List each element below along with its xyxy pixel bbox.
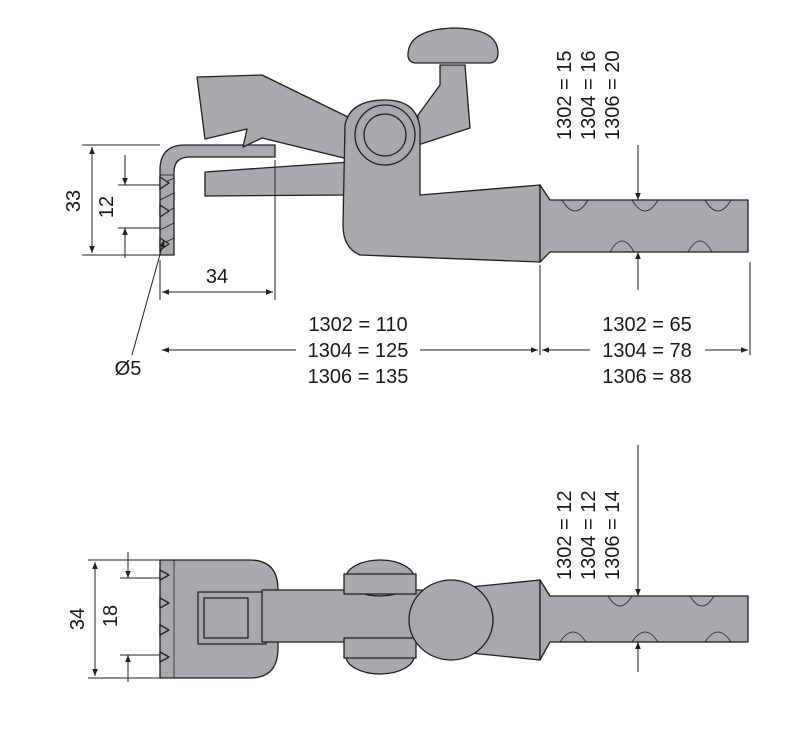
dim-offset-34: 34 bbox=[206, 266, 228, 288]
dim-length-bar-1306: 1306 = 88 bbox=[602, 366, 692, 388]
handle-stem bbox=[417, 64, 471, 146]
side-view: 33 12 34 Ø5 1302 = 15 1304 = 16 1306 = 2… bbox=[63, 27, 751, 388]
dim-width-34: 34 bbox=[67, 608, 89, 630]
handle-knob bbox=[407, 27, 499, 64]
top-spindle bbox=[261, 589, 423, 643]
dim-hole-spacing-18: 18 bbox=[100, 605, 122, 627]
hinge-block-inner bbox=[203, 597, 249, 639]
dim-bar-thickness-1304: 1304 = 16 bbox=[578, 50, 600, 140]
dim-bar-width-1306: 1306 = 14 bbox=[602, 490, 624, 580]
pivot-washer-top bbox=[343, 573, 417, 595]
pivot-pin bbox=[363, 113, 407, 157]
lever-arm bbox=[196, 74, 353, 161]
bar-notches-top bbox=[561, 199, 732, 212]
dim-height-33: 33 bbox=[63, 190, 85, 212]
mounting-bracket bbox=[159, 144, 276, 256]
top-bar-notches-bottom bbox=[559, 631, 732, 643]
top-view: 34 18 1302 = 12 1304 = 12 1306 = 14 bbox=[67, 445, 749, 682]
dim-bar-width-1302: 1302 = 12 bbox=[554, 490, 576, 580]
top-output-bar bbox=[539, 579, 749, 661]
base-plate-holes bbox=[159, 569, 170, 663]
dim-length-bar-1304: 1304 = 78 bbox=[602, 340, 692, 362]
top-bar-notches-top bbox=[607, 595, 715, 607]
dim-length-bar-1302: 1302 = 65 bbox=[602, 314, 692, 336]
dim-length-body-1306: 1306 = 135 bbox=[308, 366, 409, 388]
dim-length-body-1302: 1302 = 110 bbox=[308, 314, 407, 336]
dim-hole-diameter: Ø5 bbox=[115, 358, 142, 380]
bar-notches-bottom bbox=[609, 240, 713, 253]
dim-length-body-1304: 1304 = 125 bbox=[308, 340, 409, 362]
dim-bar-thickness-1302: 1302 = 15 bbox=[554, 50, 576, 140]
base-plate-edge bbox=[159, 559, 175, 679]
dim-hole-spacing-12: 12 bbox=[96, 196, 118, 218]
top-handle-knob bbox=[408, 579, 494, 661]
dim-bar-width-1304: 1304 = 12 bbox=[578, 490, 600, 580]
output-bar bbox=[539, 184, 749, 263]
pivot-washer-bottom bbox=[343, 637, 417, 659]
dim-bar-thickness-1306: 1306 = 20 bbox=[602, 50, 624, 140]
clamp-spindle bbox=[204, 161, 351, 197]
